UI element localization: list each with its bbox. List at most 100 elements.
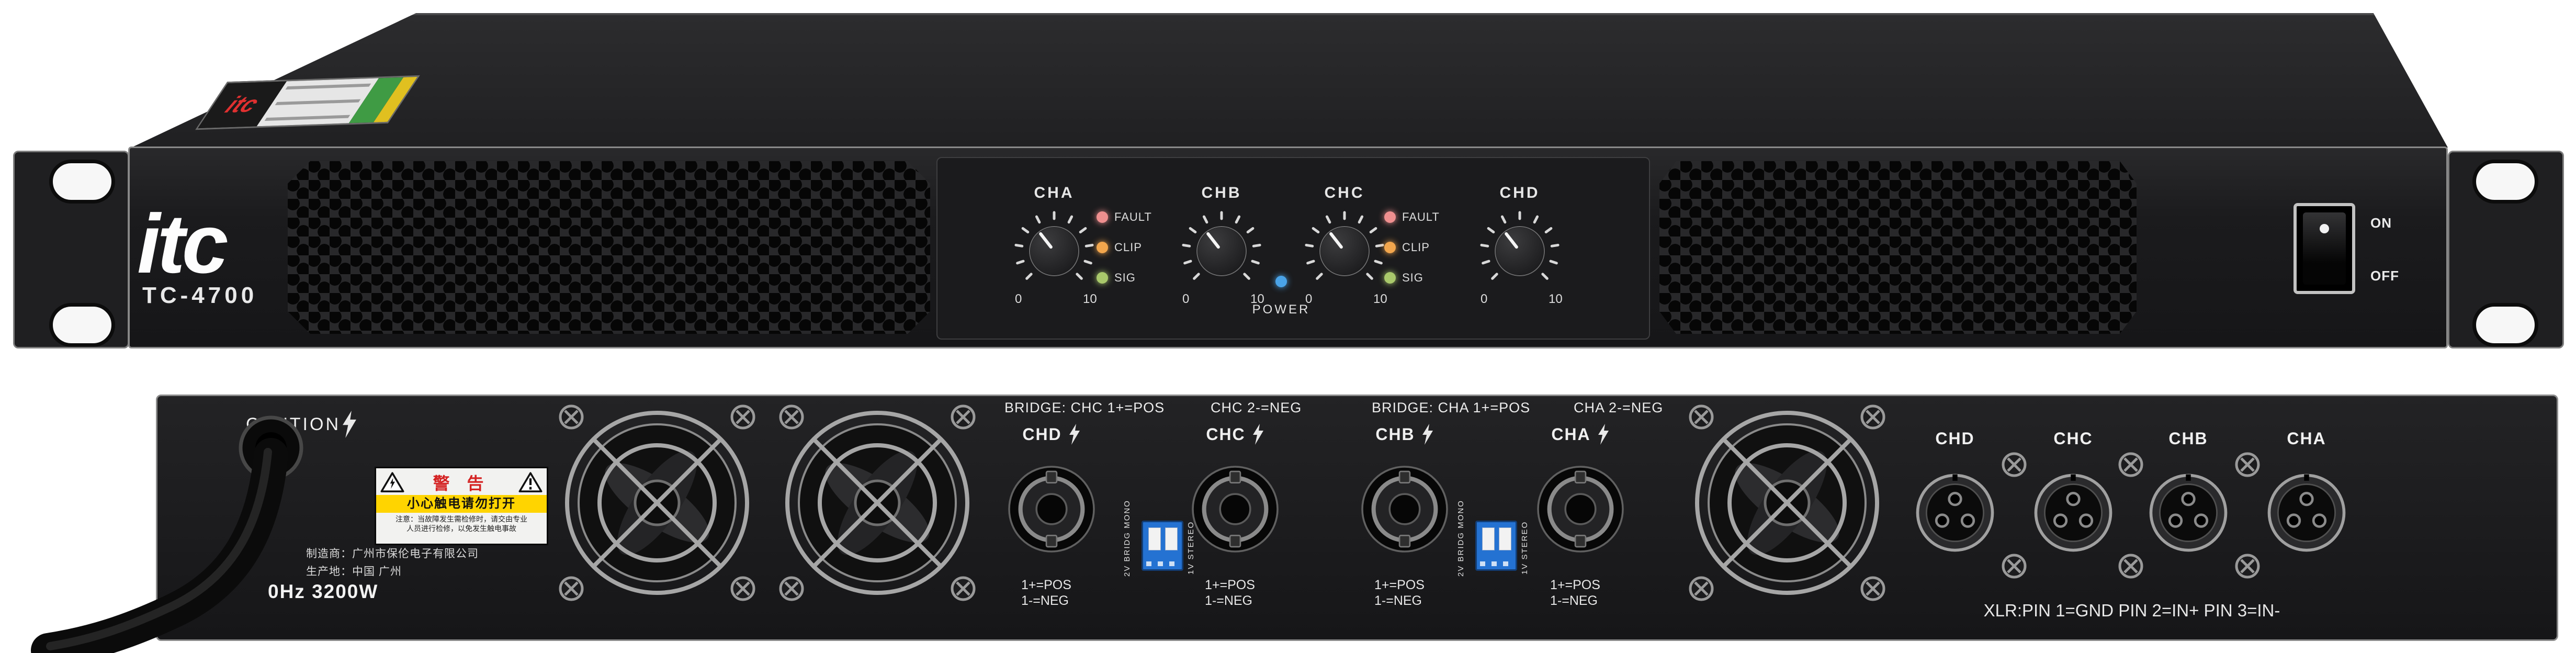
chd-polarity-label: 1+=POS 1-=NEG	[1021, 578, 1071, 609]
xlr-label-chd: CHD	[1935, 429, 1975, 448]
screw	[729, 403, 756, 431]
chd-scale-min: 0	[1481, 292, 1488, 306]
rack-ear-right	[2448, 151, 2564, 348]
screw	[558, 575, 585, 602]
channel-label-chc: CHC	[1324, 184, 1365, 201]
sticker-line	[264, 115, 351, 121]
sticker-line	[285, 83, 371, 90]
xlr-connector-cha	[2265, 471, 2348, 555]
chd-output-label: CHD	[1022, 424, 1062, 444]
brand-logo: itc	[137, 197, 229, 290]
sticker-brand-text: itc	[220, 91, 265, 118]
dip-toggle[interactable]	[1148, 527, 1161, 550]
led-row: FAULT	[1097, 210, 1152, 223]
chc-scale-max: 10	[1373, 292, 1387, 306]
led-row: CLIP	[1384, 241, 1440, 254]
shock-hazard-triangle-icon	[380, 472, 404, 492]
cha-scale-min: 0	[1015, 292, 1022, 306]
bridge-label-cha-left: BRIDGE: CHA 1+=POS	[1372, 400, 1531, 415]
bolt-icon	[1252, 424, 1263, 445]
mode-dip-switch-1[interactable]	[1142, 521, 1183, 571]
screw	[1859, 575, 1886, 602]
dip-toggle[interactable]	[1499, 527, 1511, 550]
sig-led-label: SIG	[1114, 271, 1136, 284]
bolt-icon	[1422, 424, 1433, 445]
clip-led-label: CLIP	[1402, 241, 1430, 254]
bridge-label-chc-left: BRIDGE: CHC 1+=POS	[1004, 400, 1165, 415]
rack-mount-hole	[49, 303, 115, 347]
right-grille	[1659, 161, 2137, 334]
switch-off-label: OFF	[2370, 268, 2399, 284]
led-row: FAULT	[1384, 210, 1440, 223]
power-switch-dot	[2320, 224, 2329, 233]
rack-ear-left	[13, 151, 129, 348]
chc-gain-knob[interactable]	[1300, 207, 1389, 296]
screw	[778, 403, 805, 431]
chd-gain-knob[interactable]	[1475, 207, 1564, 296]
led-indicator-group-2: FAULT CLIP SIG	[1384, 210, 1440, 302]
screw	[2001, 553, 2028, 580]
chb-polarity-label: 1+=POS 1-=NEG	[1374, 578, 1425, 609]
warning-note-line2: 人员进行检修，以免发生触电事故	[406, 524, 516, 533]
channel-label-cha: CHA	[1034, 184, 1075, 201]
chd-scale-max: 10	[1549, 292, 1563, 306]
speakon-connector-chc	[1188, 462, 1282, 556]
xlr-label-chb: CHB	[2168, 429, 2208, 448]
screw	[2117, 553, 2144, 580]
speaker-output-label-chb: CHB	[1354, 424, 1455, 445]
dip-contacts	[1146, 561, 1179, 566]
warning-notes: 注意：当故障发生需检修时，请交由专业 人员进行检修，以免发生触电事故	[376, 513, 547, 544]
chb-scale-max: 10	[1250, 292, 1264, 306]
cha-polarity-label: 1+=POS 1-=NEG	[1550, 578, 1600, 609]
fault-led-label: FAULT	[1402, 210, 1440, 223]
power-switch[interactable]	[2293, 203, 2355, 294]
chb-gain-knob[interactable]	[1177, 207, 1266, 296]
dip-right-label: 1V STEREO	[1187, 521, 1195, 575]
chb-output-label: CHB	[1375, 424, 1415, 444]
cha-gain-knob[interactable]	[1010, 207, 1099, 296]
speaker-output-label-chd: CHD	[1001, 424, 1102, 445]
xlr-connector-chd	[1913, 471, 1997, 555]
warning-label: 警 告 小心触电请勿打开 注意：当故障发生需检修时，请交由专业 人员进行检修，以…	[375, 467, 548, 545]
xlr-connector-chb	[2146, 471, 2230, 555]
manufacturer-line1: 制造商：广州市保伦电子有限公司	[306, 548, 479, 560]
rack-mount-hole	[49, 160, 115, 204]
cha-output-label: CHA	[1551, 424, 1591, 444]
sig-led	[1097, 272, 1108, 284]
fault-led	[1097, 211, 1108, 223]
warning-label-top: 警 告	[376, 468, 547, 495]
bridge-label-cha-right: CHA 2-=NEG	[1574, 400, 1664, 415]
xlr-pinout-note: XLR:PIN 1=GND PIN 2=IN+ PIN 3=IN-	[1983, 601, 2280, 620]
warning-subtitle: 小心触电请勿打开	[376, 495, 547, 513]
bolt-icon	[1069, 424, 1080, 445]
power-switch-rocker[interactable]	[2303, 212, 2346, 285]
screw	[778, 575, 805, 602]
led-indicator-group-1: FAULT CLIP SIG	[1097, 210, 1152, 302]
led-row: CLIP	[1097, 241, 1152, 254]
screw	[2117, 451, 2144, 478]
xlr-label-chc: CHC	[2053, 429, 2093, 448]
dip-toggle[interactable]	[1165, 527, 1178, 550]
dip-toggle[interactable]	[1482, 527, 1495, 550]
fault-led-label: FAULT	[1114, 210, 1152, 223]
screw	[950, 575, 977, 602]
mode-dip-switch-2[interactable]	[1475, 521, 1517, 571]
channel-label-chb: CHB	[1201, 184, 1242, 201]
speaker-output-label-cha: CHA	[1530, 424, 1631, 445]
chc-neg: 1-=NEG	[1205, 593, 1253, 608]
chc-scale-min: 0	[1305, 292, 1313, 306]
led-row: SIG	[1097, 271, 1152, 284]
power-label: POWER	[1252, 302, 1310, 317]
speaker-output-label-chc: CHC	[1184, 424, 1286, 445]
screw	[950, 403, 977, 431]
fault-led	[1384, 211, 1396, 223]
chd-pos: 1+=POS	[1021, 578, 1071, 592]
xlr-label-cha: CHA	[2287, 429, 2326, 448]
dip-contacts	[1480, 561, 1512, 566]
speakon-connector-chb	[1358, 462, 1452, 556]
front-top-face	[131, 13, 2448, 148]
dip-left-label: 2V BRIDG MONO	[1123, 500, 1132, 577]
left-grille	[288, 161, 930, 334]
bolt-icon	[1598, 424, 1609, 445]
